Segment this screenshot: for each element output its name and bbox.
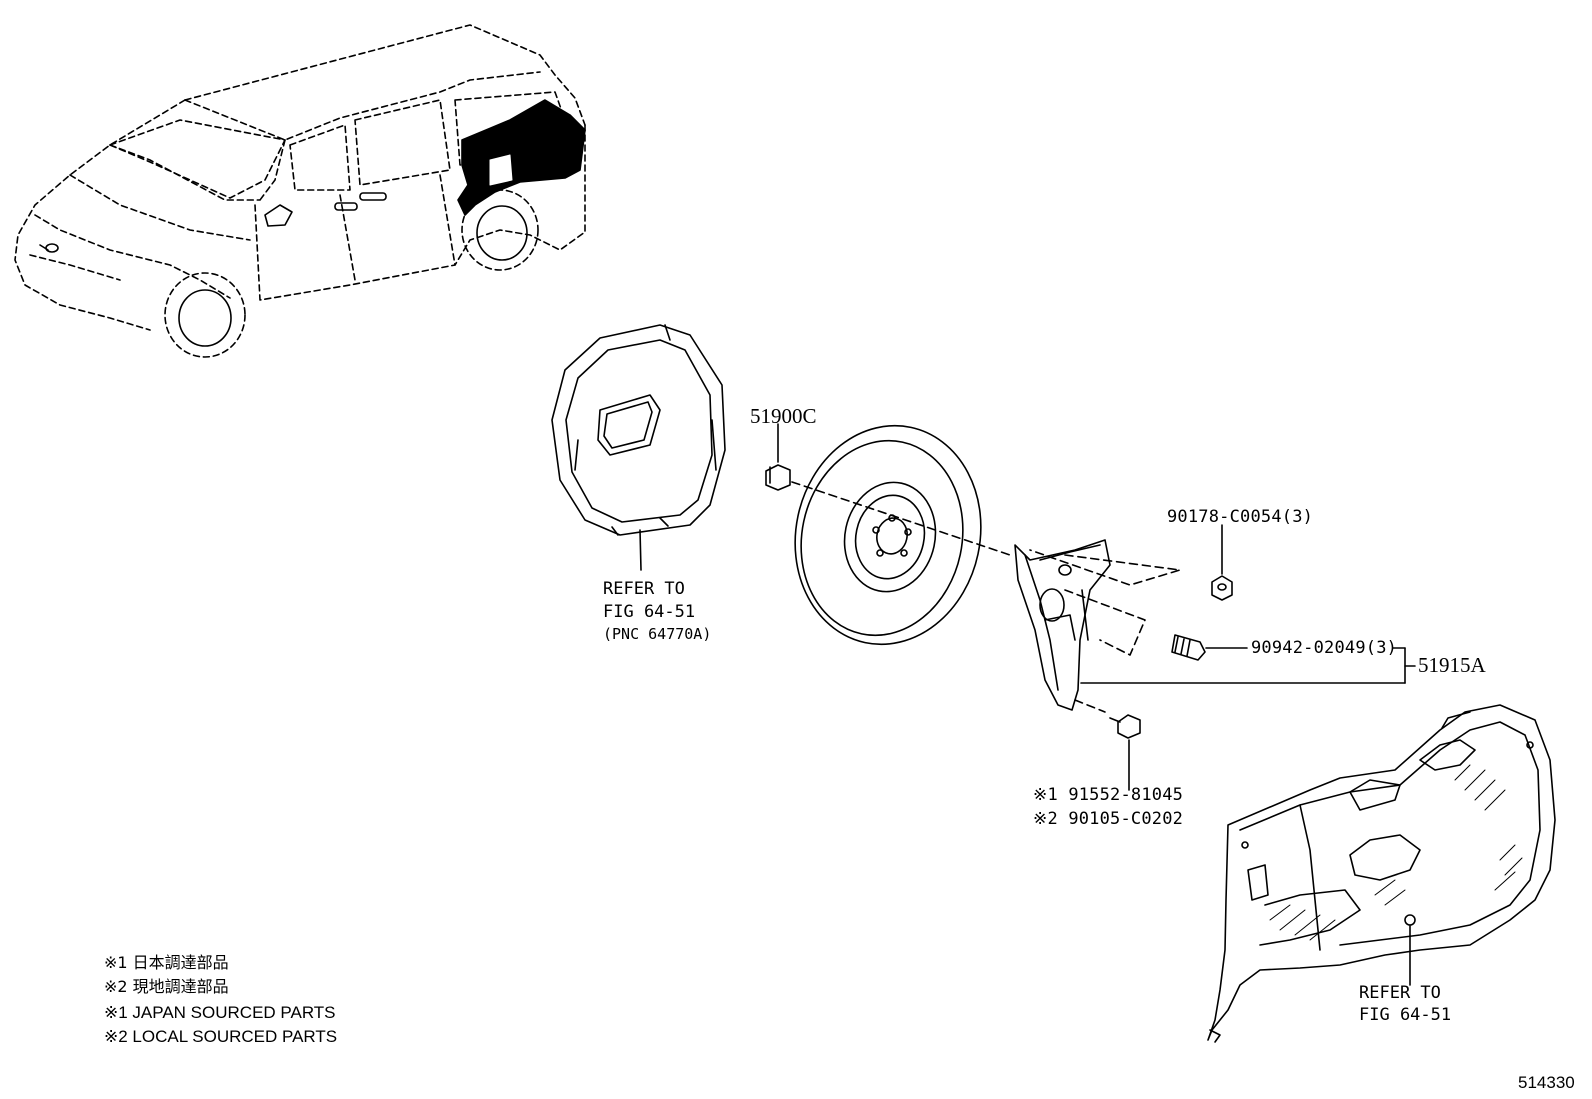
ref-right-line2[interactable]: FIG 64-51 xyxy=(1359,1005,1452,1025)
ref-right-line1: REFER TO xyxy=(1359,983,1441,1003)
hex-bolt xyxy=(1109,714,1141,791)
part-label-stud-bolt[interactable]: 90942-02049(3) xyxy=(1251,638,1398,658)
vehicle-illustration xyxy=(14,24,586,358)
flange-nut xyxy=(1211,524,1233,601)
part-label-nut[interactable]: 90178-C0054(3) xyxy=(1167,507,1314,527)
note-local-en: ※2 LOCAL SOURCED PARTS xyxy=(104,1027,338,1046)
note-local-jp: ※2 現地調達部品 xyxy=(104,977,229,996)
quarter-trim-panel xyxy=(1207,704,1556,1043)
leader-lines xyxy=(791,481,1181,713)
part-label-51915a[interactable]: 51915A xyxy=(1418,653,1486,677)
ref-left-line3: (PNC 64770A) xyxy=(603,625,712,643)
part-label-bolt-local[interactable]: ※2 90105-C0202 xyxy=(1033,809,1184,829)
part-label-bolt-japan[interactable]: ※1 91552-81045 xyxy=(1033,785,1184,805)
carrier-nut xyxy=(765,423,791,491)
ref-left-line1: REFER TO xyxy=(603,579,685,599)
figure-id: 514330 xyxy=(1518,1073,1575,1092)
spare-tire xyxy=(794,424,982,646)
part-label-51900c[interactable]: 51900C xyxy=(750,404,817,428)
spare-tire-cover xyxy=(551,324,726,571)
stud-bolt xyxy=(1080,634,1416,684)
note-japan-jp: ※1 日本調達部品 xyxy=(104,953,229,972)
note-japan-en: ※1 JAPAN SOURCED PARTS xyxy=(104,1003,336,1022)
spare-wheel-bracket xyxy=(1014,539,1111,711)
ref-left-line2[interactable]: FIG 64-51 xyxy=(603,602,696,622)
